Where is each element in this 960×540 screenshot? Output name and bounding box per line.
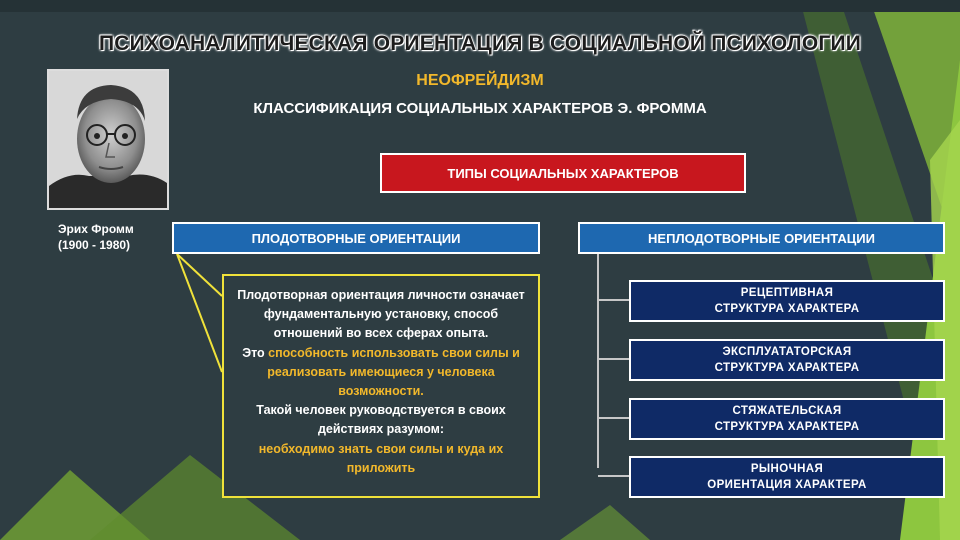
type-line2: ОРИЕНТАЦИЯ ХАРАКТЕРА: [707, 479, 867, 491]
type-receptive: РЕЦЕПТИВНАЯ СТРУКТУРА ХАРАКТЕРА: [629, 280, 945, 322]
type-line1: СТЯЖАТЕЛЬСКАЯ: [732, 405, 842, 417]
callout-line-top: [176, 253, 223, 297]
productive-description-callout: Плодотворная ориентация личности означае…: [222, 274, 540, 498]
portrait-photo: [47, 69, 169, 210]
description-p4-highlight: необходимо знать свои силы и куда их при…: [258, 441, 504, 475]
person-years: (1900 - 1980): [58, 238, 131, 252]
type-marketing: РЫНОЧНАЯ ОРИЕНТАЦИЯ ХАРАКТЕРА: [629, 456, 945, 498]
subtitle: НЕОФРЕЙДИЗМ: [416, 72, 544, 89]
description-p2-highlight: способность использовать свои силы и реа…: [267, 345, 520, 399]
description-p2-prefix: Это: [242, 345, 265, 360]
nonproductive-orientations-box: НЕПЛОДОТВОРНЫЕ ОРИЕНТАЦИИ: [578, 222, 945, 254]
type-line1: РЕЦЕПТИВНАЯ: [740, 287, 834, 299]
type-hoarding: СТЯЖАТЕЛЬСКАЯ СТРУКТУРА ХАРАКТЕРА: [629, 398, 945, 440]
productive-orientations-box: ПЛОДОТВОРНЫЕ ОРИЕНТАЦИИ: [172, 222, 540, 254]
type-line1: РЫНОЧНАЯ: [750, 463, 824, 475]
type-line1: ЭКСПЛУАТАТОРСКАЯ: [722, 346, 852, 358]
portrait-caption: Эрих Фромм (1900 - 1980): [58, 221, 134, 253]
type-line2: СТРУКТУРА ХАРАКТЕРА: [714, 421, 860, 433]
description-p1: Плодотворная ориентация личности означае…: [237, 288, 525, 341]
portrait-image: [49, 71, 167, 208]
type-line2: СТРУКТУРА ХАРАКТЕРА: [714, 362, 860, 374]
description-p3: Такой человек руководствуется в своих де…: [256, 403, 506, 437]
callout-line-bottom: [176, 253, 223, 373]
page-title: ПСИХОАНАЛИТИЧЕСКАЯ ОРИЕНТАЦИЯ В СОЦИАЛЬН…: [98, 32, 862, 55]
person-name: Эрих Фромм: [58, 222, 134, 236]
type-line2: СТРУКТУРА ХАРАКТЕРА: [714, 303, 860, 315]
types-of-characters-box: ТИПЫ СОЦИАЛЬНЫХ ХАРАКТЕРОВ: [380, 153, 746, 193]
type-exploitative: ЭКСПЛУАТАТОРСКАЯ СТРУКТУРА ХАРАКТЕРА: [629, 339, 945, 381]
classification-heading: КЛАССИФИКАЦИЯ СОЦИАЛЬНЫХ ХАРАКТЕРОВ Э. Ф…: [253, 100, 707, 117]
